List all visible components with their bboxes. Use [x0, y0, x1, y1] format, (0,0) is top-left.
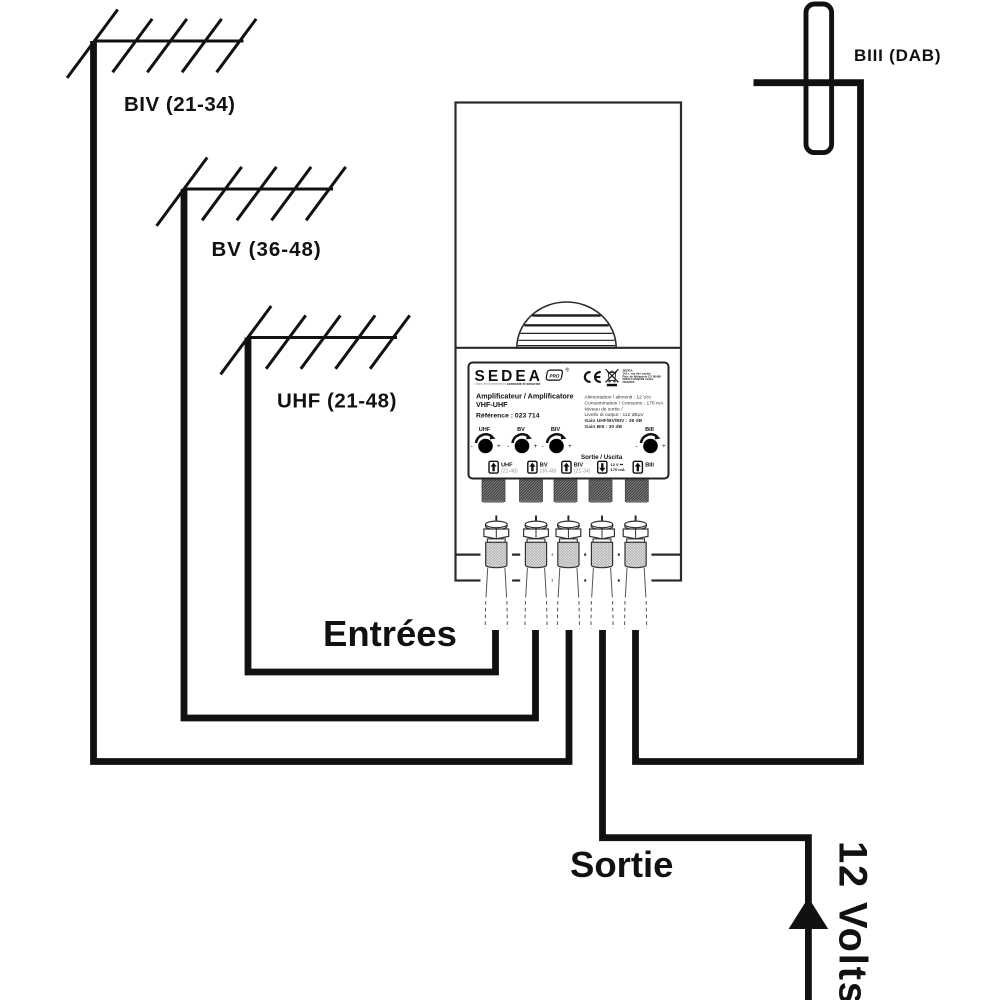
svg-text:FRANCE: FRANCE — [623, 380, 635, 384]
svg-text:Votre environnement connecté e: Votre environnement connecté et sécurisé — [475, 382, 541, 386]
svg-text:59814 LESQUIN cedex: 59814 LESQUIN cedex — [623, 377, 654, 381]
svg-text:Parc du Mélantois CS 80458: Parc du Mélantois CS 80458 — [623, 374, 662, 378]
svg-text:Gain BIII : 30 dB: Gain BIII : 30 dB — [585, 424, 623, 430]
svg-text:Référence : 023 714: Référence : 023 714 — [476, 413, 540, 420]
svg-text:UHF: UHF — [479, 427, 491, 433]
svg-text:BIV: BIV — [551, 427, 561, 433]
svg-text:Consommation / Consumo : 170 m: Consommation / Consumo : 170 mA — [585, 400, 665, 406]
svg-text:Amplificateur / Amplificatore: Amplificateur / Amplificatore — [476, 392, 574, 401]
svg-text:+: + — [497, 443, 501, 450]
svg-text:BIII: BIII — [645, 462, 654, 468]
svg-text:BIII (DAB): BIII (DAB) — [854, 46, 941, 65]
svg-text:-: - — [507, 443, 509, 450]
svg-text:12 Volts: 12 Volts — [831, 841, 875, 1000]
svg-text:BIV (21-34): BIV (21-34) — [124, 93, 235, 116]
svg-text:SEDEA,: SEDEA, — [623, 368, 634, 372]
svg-text:UHF: UHF — [501, 462, 513, 468]
svg-text:®: ® — [566, 367, 570, 374]
svg-text:Gain UHF/BV/BIV : 38 dB: Gain UHF/BV/BIV : 38 dB — [585, 418, 643, 424]
svg-text:12 V ⎓: 12 V ⎓ — [611, 462, 624, 467]
svg-text:Niveau de sortie /: Niveau de sortie / — [585, 406, 624, 412]
svg-text:BIV: BIV — [574, 462, 584, 468]
svg-text:BIII: BIII — [645, 427, 654, 433]
svg-text:+: + — [568, 443, 572, 450]
svg-text:SEDEA: SEDEA — [475, 368, 543, 385]
svg-text:-: - — [636, 443, 638, 450]
svg-text:BV: BV — [517, 427, 525, 433]
svg-text:+: + — [662, 443, 666, 450]
svg-text:(36-48): (36-48) — [540, 469, 557, 475]
svg-text:Sortie: Sortie — [570, 844, 673, 885]
svg-text:Sortie / Uscita: Sortie / Uscita — [581, 454, 623, 461]
svg-text:170 mA: 170 mA — [611, 467, 625, 472]
svg-text:VHF-UHF: VHF-UHF — [476, 400, 508, 409]
svg-text:-: - — [542, 443, 544, 450]
svg-text:Alimentation / alimenti : 12 V: Alimentation / alimenti : 12 Vcc — [585, 395, 652, 401]
svg-text:BV (36-48): BV (36-48) — [212, 238, 322, 261]
svg-text:UHF (21-48): UHF (21-48) — [277, 390, 397, 413]
svg-text:Entrées: Entrées — [323, 613, 457, 654]
svg-text:+: + — [534, 443, 538, 450]
svg-text:(21-34): (21-34) — [574, 469, 591, 475]
svg-text:Livello di output : 112 dBµV: Livello di output : 112 dBµV — [585, 412, 645, 418]
svg-text:101 r, rue des saules: 101 r, rue des saules — [623, 371, 652, 375]
svg-text:PRO: PRO — [549, 373, 560, 378]
svg-text:-: - — [471, 443, 473, 450]
svg-text:BV: BV — [540, 462, 548, 468]
svg-text:(21-48): (21-48) — [501, 469, 518, 475]
